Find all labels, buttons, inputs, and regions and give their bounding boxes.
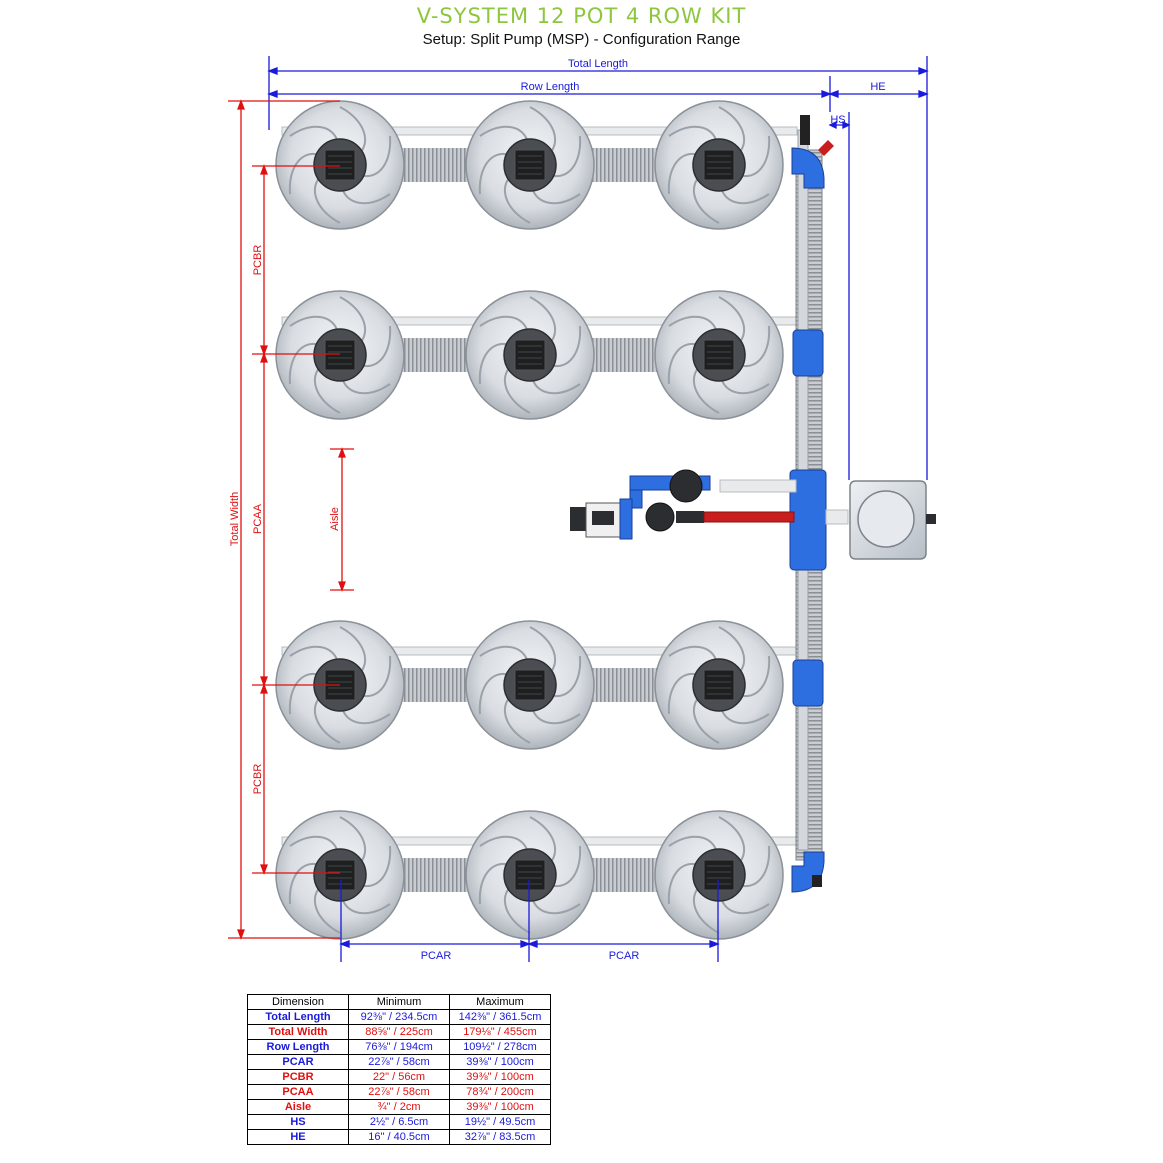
minimum-cell: 92⅜" / 234.5cm (348, 1009, 450, 1025)
dimension-name-cell: Total Length (247, 1009, 349, 1025)
row-pipes (281, 126, 798, 892)
pump-feed-line (719, 479, 797, 493)
diagram-subtitle: Setup: Split Pump (MSP) - Configuration … (422, 31, 741, 48)
pot-r2-c1 (275, 290, 405, 420)
minimum-cell: 22⅞" / 58cm (348, 1054, 450, 1070)
maximum-cell: 32⅞" / 83.5cm (449, 1129, 551, 1145)
minimum-cell: 22⅞" / 58cm (348, 1084, 450, 1100)
tee-row-2 (792, 329, 824, 377)
maximum-cell: 78¾" / 200cm (449, 1084, 551, 1100)
header-minimum: Minimum (348, 994, 450, 1010)
dimension-name-cell: PCAR (247, 1054, 349, 1070)
label-pcar-right: PCAR (609, 950, 640, 962)
dimension-lines-blue (267, 56, 929, 962)
label-pcar-left: PCAR (421, 950, 452, 962)
dimension-name-cell: HS (247, 1114, 349, 1130)
minimum-cell: 76⅜" / 194cm (348, 1039, 450, 1055)
label-pcbr-top: PCBR (252, 245, 264, 276)
pump-motor-end (570, 507, 590, 531)
label-row-length: Row Length (521, 81, 580, 93)
pot-r4-c3 (654, 810, 784, 940)
reservoir-tank (849, 480, 936, 560)
supply-line (703, 511, 795, 523)
tank-lid (857, 490, 915, 548)
top-valve (800, 115, 810, 145)
dimension-lines-red (228, 99, 354, 940)
label-total-length: Total Length (568, 58, 628, 70)
pump-housing (645, 502, 675, 532)
maximum-cell: 39⅜" / 100cm (449, 1069, 551, 1085)
label-aisle: Aisle (329, 507, 341, 531)
pump-assembly (570, 469, 849, 540)
dimension-name-cell: HE (247, 1129, 349, 1145)
maximum-cell: 39⅜" / 100cm (449, 1099, 551, 1115)
pot-r2-c2 (465, 290, 595, 420)
table-header-row: Dimension Minimum Maximum (247, 994, 551, 1010)
minimum-cell: 22" / 56cm (348, 1069, 450, 1085)
pot-r4-c1 (275, 810, 405, 940)
label-hs: HS (830, 114, 845, 126)
label-total-width: Total Width (229, 492, 241, 546)
minimum-cell: 2½" / 6.5cm (348, 1114, 450, 1130)
label-pcaa: PCAA (252, 503, 264, 534)
pot-r3-c3 (654, 620, 784, 750)
minimum-cell: 16" / 40.5cm (348, 1129, 450, 1145)
maximum-cell: 19½" / 49.5cm (449, 1114, 551, 1130)
dimension-name-cell: Total Width (247, 1024, 349, 1040)
diagram-title: V-SYSTEM 12 POT 4 ROW KIT (416, 4, 747, 28)
pot-r1-c3 (654, 100, 784, 230)
label-pcbr-bottom: PCBR (252, 764, 264, 795)
maximum-cell: 179⅛" / 455cm (449, 1024, 551, 1040)
maximum-cell: 142⅜" / 361.5cm (449, 1009, 551, 1025)
dimension-name-cell: PCAA (247, 1084, 349, 1100)
minimum-cell: 88⅝" / 225cm (348, 1024, 450, 1040)
top-elbow (791, 147, 825, 189)
dimension-name-cell: Row Length (247, 1039, 349, 1055)
pot-r3-c2 (465, 620, 595, 750)
minimum-cell: ¾" / 2cm (348, 1099, 450, 1115)
maximum-cell: 109½" / 278cm (449, 1039, 551, 1055)
drain-valve (818, 140, 834, 156)
dimension-name-cell: PCBR (247, 1069, 349, 1085)
maximum-cell: 39⅜" / 100cm (449, 1054, 551, 1070)
pot-r1-c2 (465, 100, 595, 230)
system-layout-diagram: Total Length Row Length HE HS PCAR PCAR … (228, 56, 936, 962)
pot-r4-c2 (465, 810, 595, 940)
label-he: HE (870, 81, 885, 93)
manifold (789, 115, 834, 893)
header-maximum: Maximum (449, 994, 551, 1010)
filter-canister (669, 469, 703, 503)
header-dimension: Dimension (247, 994, 349, 1010)
pot-r2-c3 (654, 290, 784, 420)
pot-r1-c1 (275, 100, 405, 230)
dimension-name-cell: Aisle (247, 1099, 349, 1115)
tee-row-3 (792, 659, 824, 707)
